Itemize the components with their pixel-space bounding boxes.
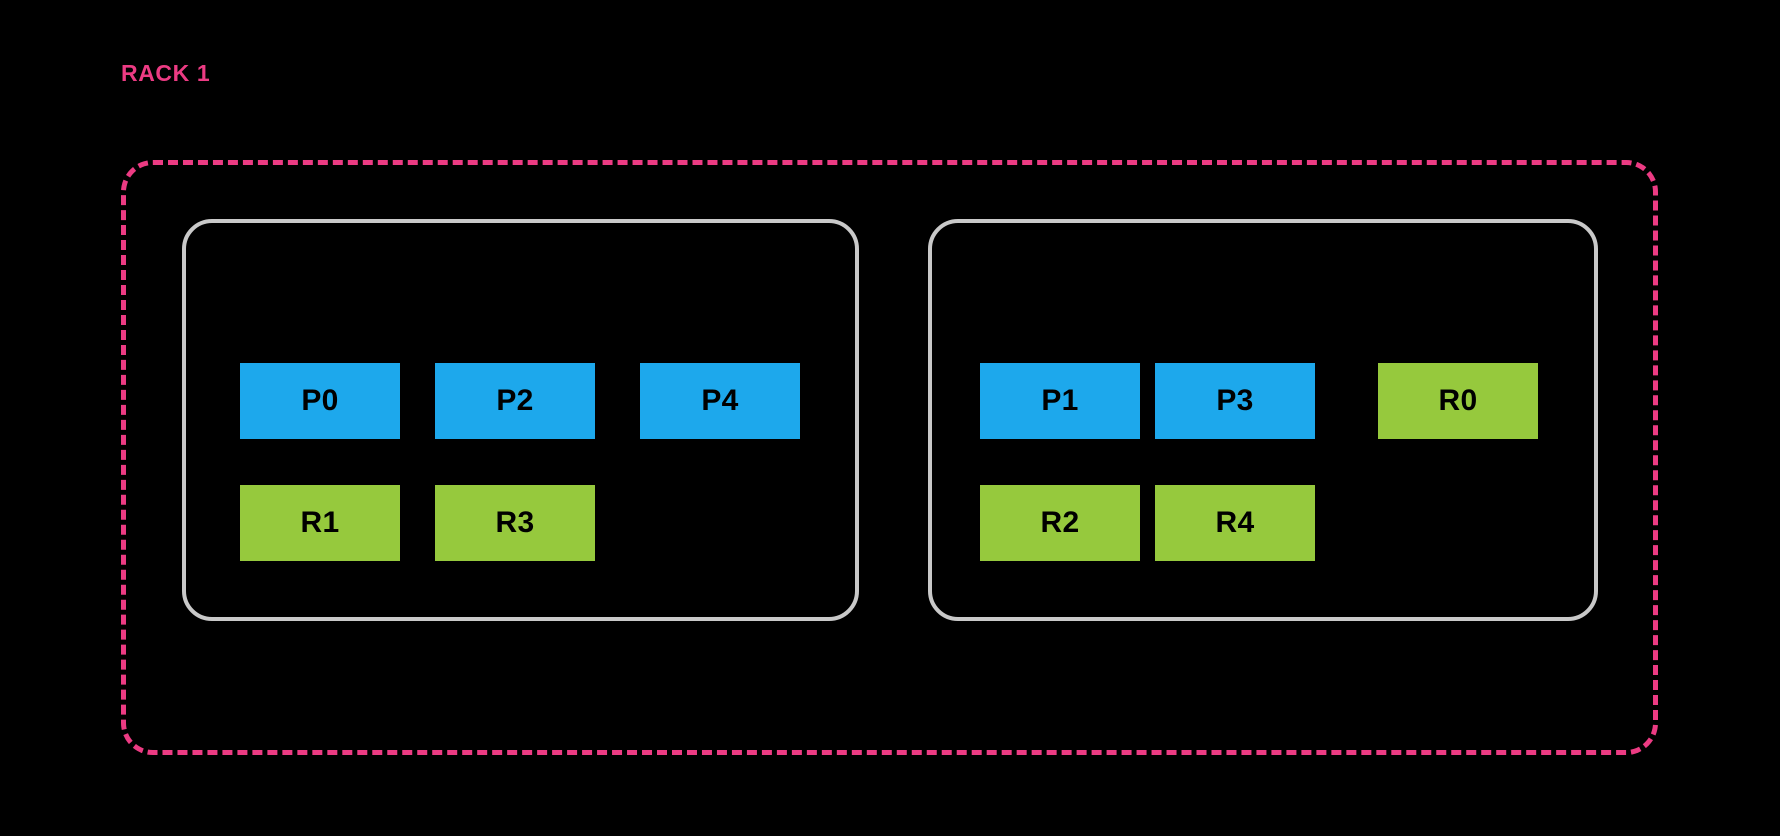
- unit-r4[interactable]: R4: [1155, 485, 1315, 561]
- node-right: P1 P3 R0 R2 R4: [928, 219, 1598, 621]
- unit-r3[interactable]: R3: [435, 485, 595, 561]
- unit-p3[interactable]: P3: [1155, 363, 1315, 439]
- node-left: P0 P2 P4 R1 R3: [182, 219, 859, 621]
- unit-p2[interactable]: P2: [435, 363, 595, 439]
- rack-label: RACK 1: [121, 60, 211, 86]
- unit-p0[interactable]: P0: [240, 363, 400, 439]
- unit-p4[interactable]: P4: [640, 363, 800, 439]
- unit-r0[interactable]: R0: [1378, 363, 1538, 439]
- rack-boundary: [121, 160, 1658, 755]
- unit-r2[interactable]: R2: [980, 485, 1140, 561]
- unit-r1[interactable]: R1: [240, 485, 400, 561]
- unit-p1[interactable]: P1: [980, 363, 1140, 439]
